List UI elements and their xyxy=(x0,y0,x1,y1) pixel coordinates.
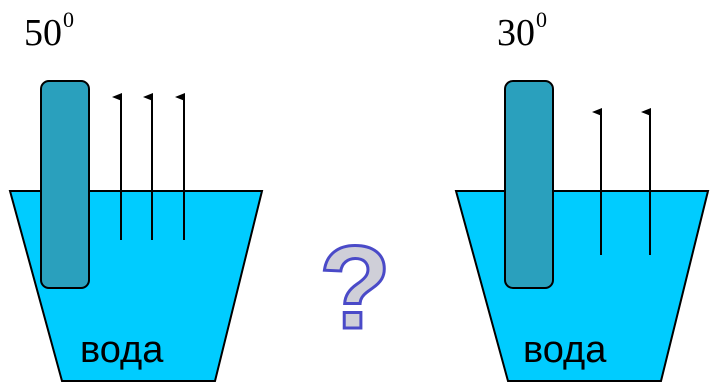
right-thermometer xyxy=(504,80,554,289)
right-beaker xyxy=(454,80,710,382)
left-temperature-label: 500 xyxy=(24,9,74,54)
question-mark: ? xyxy=(319,222,391,354)
left-thermometer xyxy=(40,80,90,289)
left-beaker xyxy=(8,80,264,382)
right-temperature-degree: 0 xyxy=(536,7,547,32)
right-temperature-label: 300 xyxy=(497,9,547,54)
left-temperature-value: 50 xyxy=(24,12,62,54)
right-water-label: вода xyxy=(523,329,607,371)
left-vapor-arrows xyxy=(112,93,185,240)
left-temperature-degree: 0 xyxy=(63,7,74,32)
left-water-label: вода xyxy=(80,329,164,371)
right-temperature-value: 30 xyxy=(497,12,535,54)
right-vapor-arrows xyxy=(592,108,651,255)
